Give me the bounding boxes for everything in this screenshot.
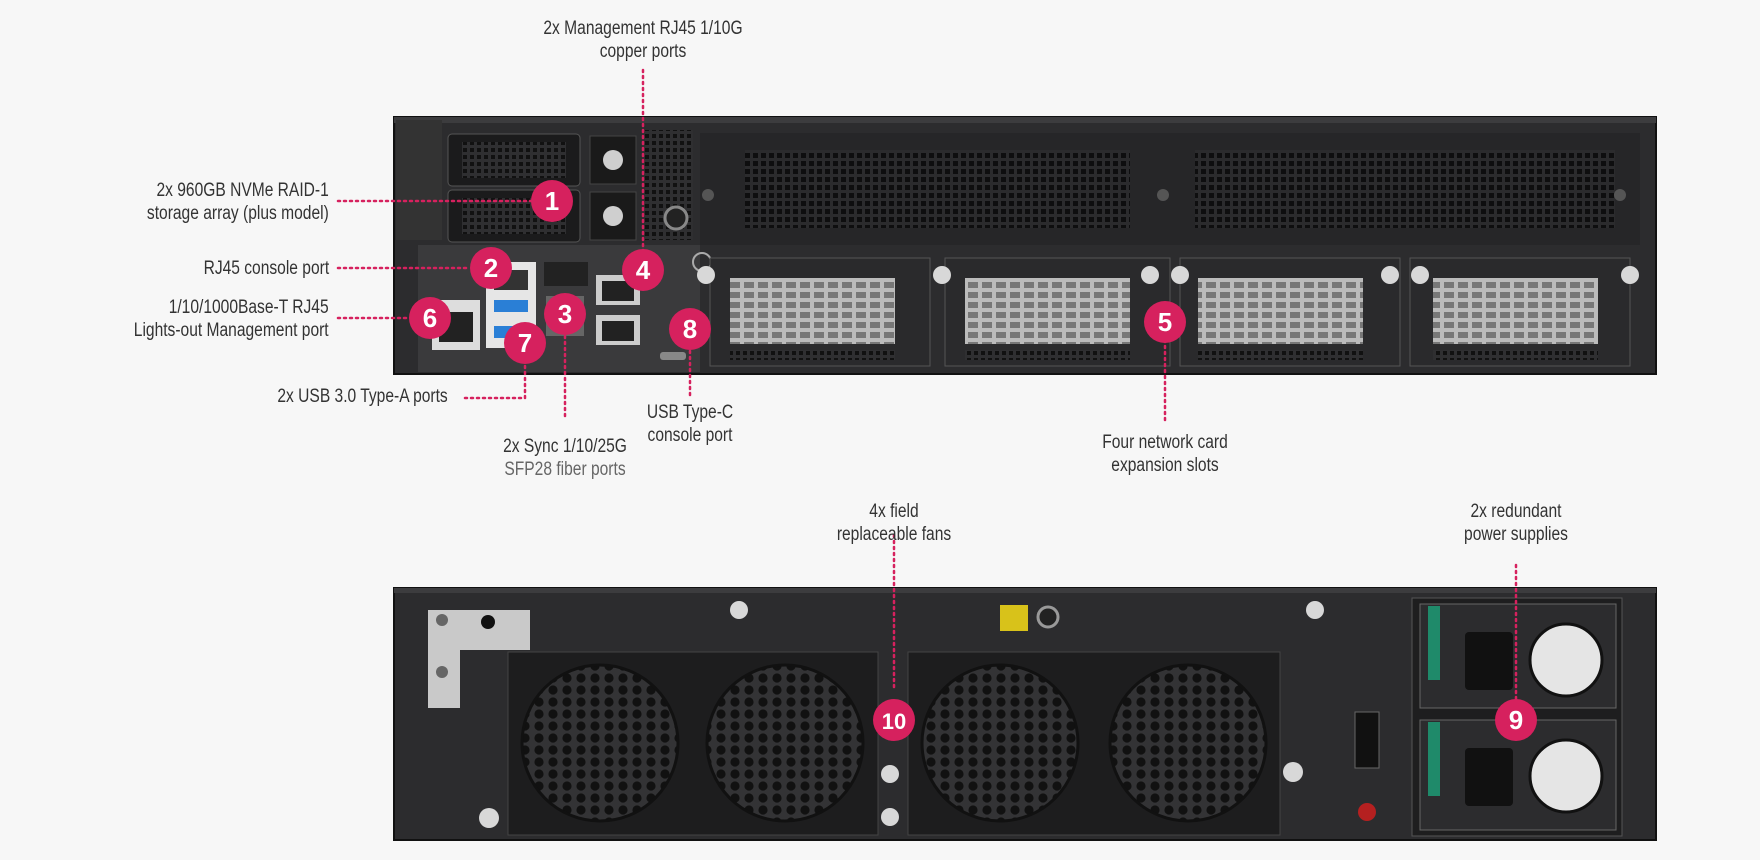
callout-badge-9: 9 [1495, 699, 1537, 741]
callout-badge-circle [409, 297, 451, 339]
callout-badge-5: 5 [1144, 301, 1186, 343]
callout-badge-number: 3 [558, 299, 572, 329]
callout-badge-number: 8 [683, 314, 697, 344]
callout-badge-6: 6 [409, 297, 451, 339]
callout-badge-circle [544, 293, 586, 335]
callout-badge-number: 9 [1509, 705, 1523, 735]
label-line: 2x 960GB NVMe RAID-1 [156, 180, 329, 201]
callout-badge-number: 2 [484, 253, 498, 283]
callout-badge-number: 6 [423, 303, 437, 333]
label-line: storage array (plus model) [147, 203, 329, 224]
callout-badge-8: 8 [669, 308, 711, 350]
label-line: power supplies [1464, 524, 1568, 545]
label-line: 2x Management RJ45 1/10G [543, 18, 743, 39]
callout-badge-circle [1495, 699, 1537, 741]
callout-label-10: 4x field replaceable fans [812, 500, 976, 546]
label-line: 2x Sync 1/10/25G [503, 436, 627, 457]
callout-label-3: 2x Sync 1/10/25G SFP28 fiber ports [483, 435, 647, 481]
label-line: 2x USB 3.0 Type-A ports [277, 386, 448, 407]
label-line: Lights-out Management port [134, 320, 329, 341]
leader-lines [336, 68, 1518, 707]
callout-label-5: Four network card expansion slots [1083, 431, 1247, 477]
callout-badge-number: 5 [1158, 307, 1172, 337]
expansion-slots [697, 257, 1639, 367]
callout-badge-circle [622, 249, 664, 291]
callout-label-9: 2x redundant power supplies [1434, 500, 1598, 546]
callout-label-7: 2x USB 3.0 Type-A ports [278, 385, 448, 408]
callout-label-1: 2x 960GB NVMe RAID-1 storage array (plus… [147, 179, 329, 225]
callout-badge-number: 4 [636, 255, 651, 285]
callout-badge-10: 10 [873, 699, 915, 741]
callout-badge-circle [1144, 301, 1186, 343]
label-line: expansion slots [1111, 455, 1219, 476]
callout-badge-1: 1 [531, 180, 573, 222]
callout-badge-4: 4 [622, 249, 664, 291]
label-line: console port [647, 425, 733, 446]
callout-badge-2: 2 [470, 247, 512, 289]
callout-badge-3: 3 [544, 293, 586, 335]
callout-badge-circle [470, 247, 512, 289]
label-line: USB Type-C [646, 402, 734, 423]
callout-badge-number: 7 [518, 328, 532, 358]
label-line: copper ports [599, 41, 687, 62]
front-panel [393, 116, 1657, 375]
callout-label-2: RJ45 console port [203, 257, 329, 280]
callout-label-6: 1/10/1000Base-T RJ45 Lights-out Manageme… [134, 296, 329, 342]
callout-badge-circle [669, 308, 711, 350]
callout-badge-circle [504, 322, 546, 364]
callout-badge-circle [531, 180, 573, 222]
callout-badge-7: 7 [504, 322, 546, 364]
rear-panel [393, 587, 1657, 841]
label-line: 4x field [869, 501, 919, 522]
callout-badge-circle [873, 699, 915, 741]
label-line: RJ45 console port [203, 258, 329, 279]
callout-badge-number: 1 [545, 186, 559, 216]
label-line: Four network card [1102, 432, 1228, 453]
label-line: 2x redundant [1470, 501, 1562, 522]
label-sub-line: SFP28 fiber ports [504, 459, 626, 480]
label-line: replaceable fans [836, 524, 952, 545]
callout-badge-number: 10 [882, 709, 906, 734]
callout-label-8: USB Type-C console port [624, 401, 755, 447]
label-line: 1/10/1000Base-T RJ45 [169, 297, 329, 318]
callout-label-4: 2x Management RJ45 1/10G copper ports [520, 17, 766, 63]
